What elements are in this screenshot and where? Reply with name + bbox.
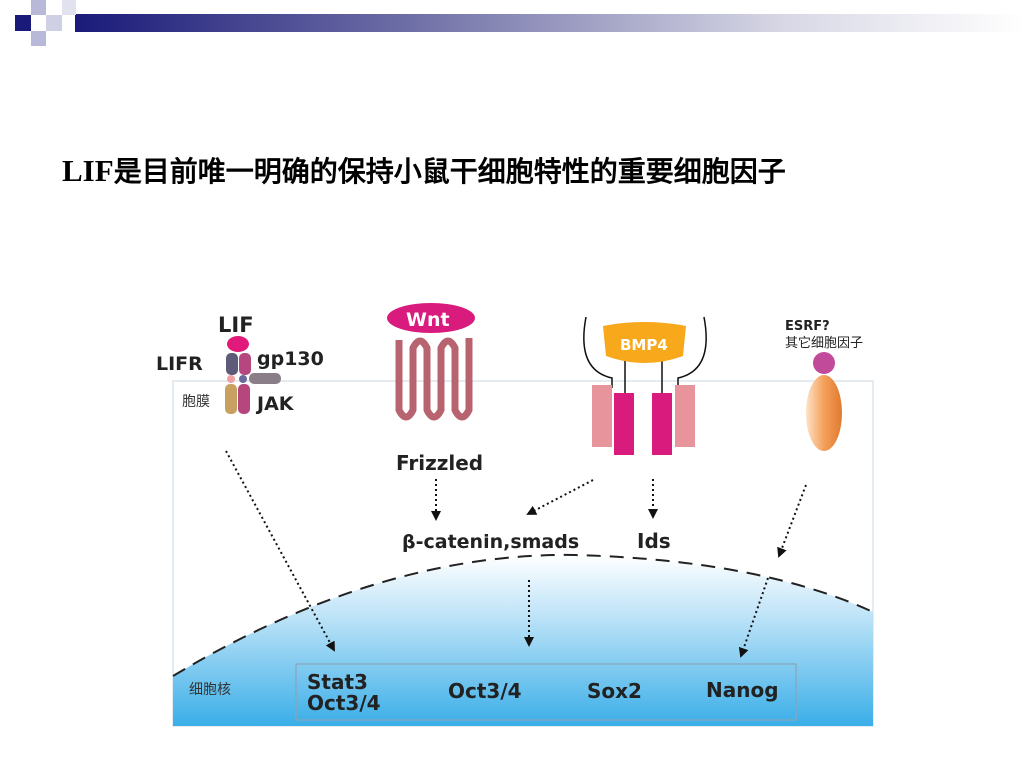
- stat3-label: Stat3: [307, 670, 368, 694]
- lifr-label: LIFR: [156, 353, 203, 375]
- header-banner: [0, 0, 1024, 46]
- slide-title: LIF是目前唯一明确的保持小鼠干细胞特性的重要细胞因子: [62, 150, 786, 190]
- gene-box: [295, 663, 797, 721]
- bmp-receptor-type1: [675, 385, 695, 447]
- oct34-label-left: Oct3/4: [307, 691, 381, 715]
- header-gradient-bar: [75, 14, 1024, 32]
- bmp4-ligand: [603, 322, 686, 363]
- bmp-receptor-type2: [614, 393, 634, 455]
- esrf-ligand: [813, 352, 835, 374]
- jak-label: JAK: [255, 393, 295, 415]
- arrow-bmp4-to-smads: [526, 479, 594, 515]
- banner-square: [15, 15, 31, 31]
- wnt-label: Wnt: [406, 309, 450, 331]
- lif-ligand: [227, 336, 249, 352]
- oct34-label: Oct3/4: [448, 679, 522, 703]
- esrf-receptor: [806, 375, 842, 451]
- sox2-label: Sox2: [587, 679, 642, 703]
- lifr-receptor: [226, 353, 238, 375]
- title-chinese: 是目前唯一明确的保持小鼠干细胞特性的重要细胞因子: [113, 155, 786, 188]
- banner-square: [0, 0, 15, 15]
- gp130-arm: [249, 373, 281, 384]
- membrane-label: 胞膜: [182, 394, 210, 410]
- bmp-receptor-type2: [652, 393, 672, 455]
- lif-label: LIF: [218, 313, 254, 337]
- banner-square: [46, 15, 62, 31]
- gp130-label: gp130: [257, 348, 324, 370]
- nanog-label: Nanog: [706, 678, 779, 702]
- bmp-receptor-type1: [592, 385, 612, 447]
- nuclear-membrane: [172, 553, 874, 677]
- jak-node: [239, 375, 247, 383]
- wnt-ligand: [387, 303, 475, 333]
- frizzled-label: Frizzled: [396, 451, 483, 475]
- gp130-receptor: [239, 353, 251, 375]
- ids-label: Ids: [637, 529, 671, 553]
- jak-kinase: [238, 384, 250, 414]
- esrf-label: ESRF?: [785, 319, 830, 334]
- title-latin: LIF: [62, 153, 114, 188]
- banner-square: [31, 31, 46, 46]
- bmp4-receptor-outline-right: [677, 316, 707, 388]
- other-factors-label: 其它细胞因子: [785, 335, 863, 351]
- nucleus-label: 细胞核: [189, 682, 231, 698]
- bmp4-label: BMP4: [620, 336, 668, 354]
- nucleus: [173, 554, 873, 726]
- banner-square: [62, 0, 76, 15]
- bmp4-receptor-outline-left: [583, 316, 613, 388]
- jak-kinase: [225, 384, 237, 414]
- arrow-to-nanog: [738, 577, 769, 658]
- beta-catenin-label: β-catenin,smads: [402, 531, 579, 553]
- jak-node: [227, 375, 235, 383]
- banner-square: [31, 0, 46, 15]
- frizzled-receptor: [395, 337, 473, 421]
